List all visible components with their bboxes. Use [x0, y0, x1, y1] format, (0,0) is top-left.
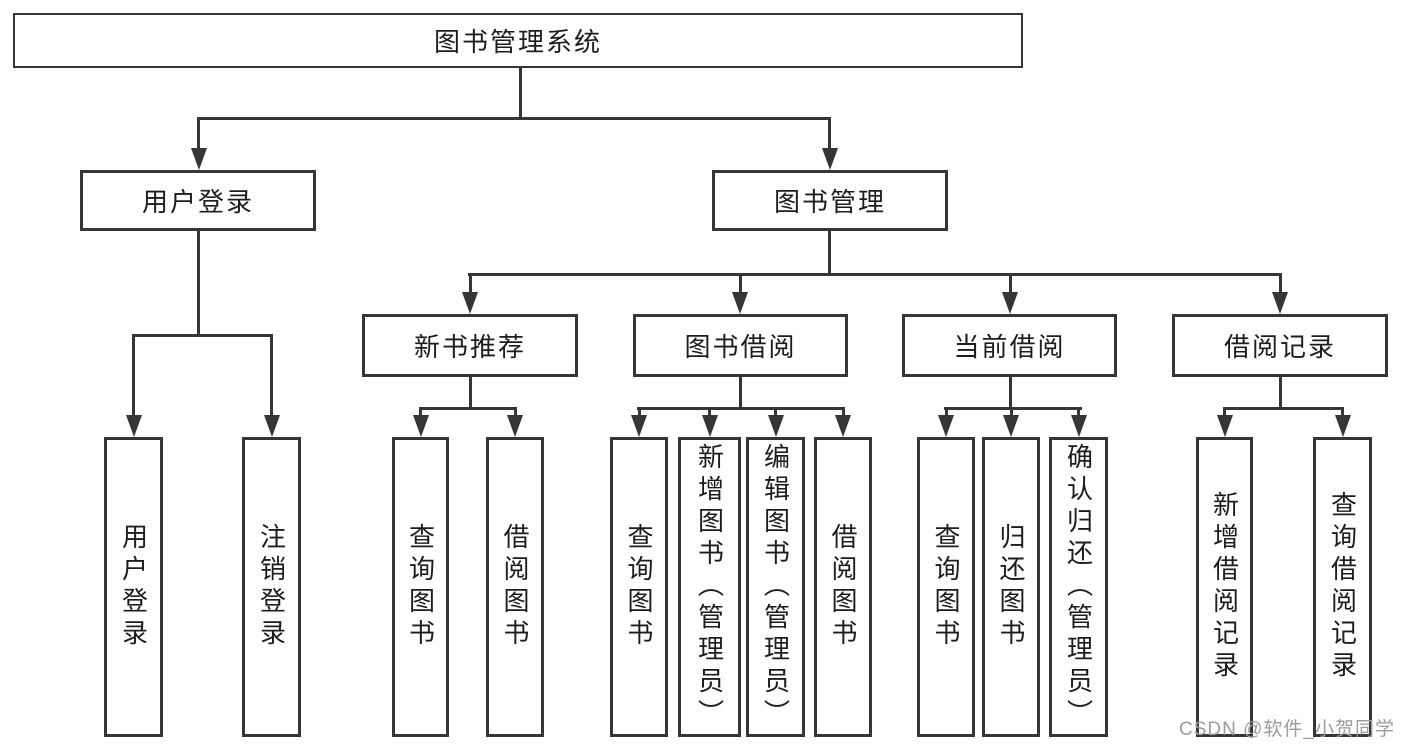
leaf-label: 查询借阅记录 — [1327, 491, 1358, 683]
leaf-borrow-book: 借阅图书 — [814, 437, 872, 737]
connector-line — [197, 117, 200, 150]
leaf-label: 借阅图书 — [828, 523, 858, 651]
arrow-head — [263, 415, 280, 437]
connector-line — [1008, 377, 1012, 409]
node-label: 图书借阅 — [684, 332, 797, 362]
leaf-edit-book-admin: 编辑图书（管理员） — [746, 437, 805, 737]
connector-line — [1341, 407, 1344, 418]
arrow-head — [190, 148, 207, 170]
node-library-system: 图书管理系统 — [13, 13, 1023, 68]
connector-line — [468, 273, 1282, 276]
node-borrow-records: 借阅记录 — [1172, 314, 1388, 377]
node-label: 用户登录 — [141, 187, 254, 217]
node-label: 图书管理系统 — [433, 27, 602, 57]
arrow-head — [767, 415, 784, 437]
leaf-label: 新增借阅记录 — [1209, 491, 1240, 683]
arrow-head — [1002, 292, 1018, 314]
connector-line — [132, 334, 273, 337]
leaf-confirm-return-admin: 确认归还（管理员） — [1049, 437, 1108, 737]
node-label: 借阅记录 — [1223, 332, 1336, 362]
node-book-management: 图书管理 — [712, 170, 948, 231]
leaf-label: 编辑图书（管理员） — [760, 443, 791, 731]
leaf-add-book-admin: 新增图书（管理员） — [678, 437, 741, 737]
connector-line — [944, 407, 948, 418]
leaf-query-book: 查询图书 — [917, 437, 975, 737]
connector-line — [828, 231, 831, 275]
node-label: 新书推荐 — [413, 332, 526, 362]
leaf-label: 用户登录 — [118, 523, 149, 651]
arrow-head — [125, 415, 142, 437]
leaf-logout: 注销登录 — [242, 437, 301, 737]
node-current-borrow: 当前借阅 — [902, 314, 1117, 377]
leaf-user-login: 用户登录 — [104, 437, 163, 737]
connector-line — [637, 407, 845, 410]
arrow-head — [938, 415, 954, 437]
connector-line — [513, 407, 517, 418]
connector-line — [419, 407, 517, 410]
connector-line — [468, 377, 472, 409]
connector-line — [1223, 407, 1344, 410]
leaf-query-book: 查询图书 — [392, 437, 449, 737]
connector-line — [468, 273, 472, 294]
connector-line — [738, 377, 742, 409]
leaf-query-borrow-record: 查询借阅记录 — [1313, 437, 1372, 737]
arrow-head — [1334, 415, 1351, 437]
connector-line — [774, 407, 777, 418]
leaf-label: 借阅图书 — [500, 523, 530, 651]
connector-line — [1223, 407, 1226, 418]
arrow-head — [1272, 292, 1288, 314]
arrow-head — [732, 292, 748, 314]
leaf-label: 查询图书 — [624, 523, 654, 651]
leaf-borrow-book: 借阅图书 — [486, 437, 544, 737]
arrow-head — [701, 415, 718, 437]
connector-line — [197, 231, 200, 335]
connector-line — [132, 334, 135, 417]
node-user-login-branch: 用户登录 — [80, 170, 316, 231]
leaf-return-book: 归还图书 — [982, 437, 1040, 737]
arrow-head — [835, 415, 851, 437]
connector-line — [841, 407, 845, 418]
arrow-head — [821, 148, 838, 170]
arrow-head — [507, 415, 523, 437]
arrow-head — [462, 292, 478, 314]
node-book-borrow: 图书借阅 — [633, 314, 848, 377]
connector-line — [270, 334, 273, 417]
connector-line — [197, 117, 831, 120]
arrow-head — [1003, 415, 1019, 437]
connector-line — [419, 407, 422, 418]
connector-line — [828, 117, 831, 150]
connector-line — [1077, 407, 1080, 418]
leaf-label: 查询图书 — [931, 523, 961, 651]
leaf-label: 确认归还（管理员） — [1063, 443, 1094, 731]
arrow-head — [631, 415, 647, 437]
arrow-head — [1216, 415, 1233, 437]
leaf-query-book: 查询图书 — [610, 437, 668, 737]
node-label: 图书管理 — [773, 187, 886, 217]
csdn-watermark: CSDN @软件_小贺同学 — [1179, 719, 1395, 740]
connector-line — [738, 273, 742, 294]
connector-line — [708, 407, 711, 418]
connector-line — [1278, 377, 1282, 409]
connector-line — [944, 407, 1082, 410]
node-new-book-recommend: 新书推荐 — [362, 314, 578, 377]
leaf-label: 新增图书（管理员） — [694, 443, 725, 731]
node-label: 当前借阅 — [953, 332, 1066, 362]
connector-line — [1278, 273, 1282, 294]
connector-line — [519, 68, 522, 118]
leaf-label: 归还图书 — [996, 523, 1026, 651]
leaf-label: 注销登录 — [256, 523, 287, 651]
connector-line — [637, 407, 641, 418]
arrow-head — [1070, 415, 1087, 437]
leaf-label: 查询图书 — [405, 523, 436, 651]
connector-line — [1009, 407, 1013, 418]
arrow-head — [412, 415, 429, 437]
leaf-add-borrow-record: 新增借阅记录 — [1196, 437, 1253, 737]
connector-line — [1008, 273, 1012, 294]
